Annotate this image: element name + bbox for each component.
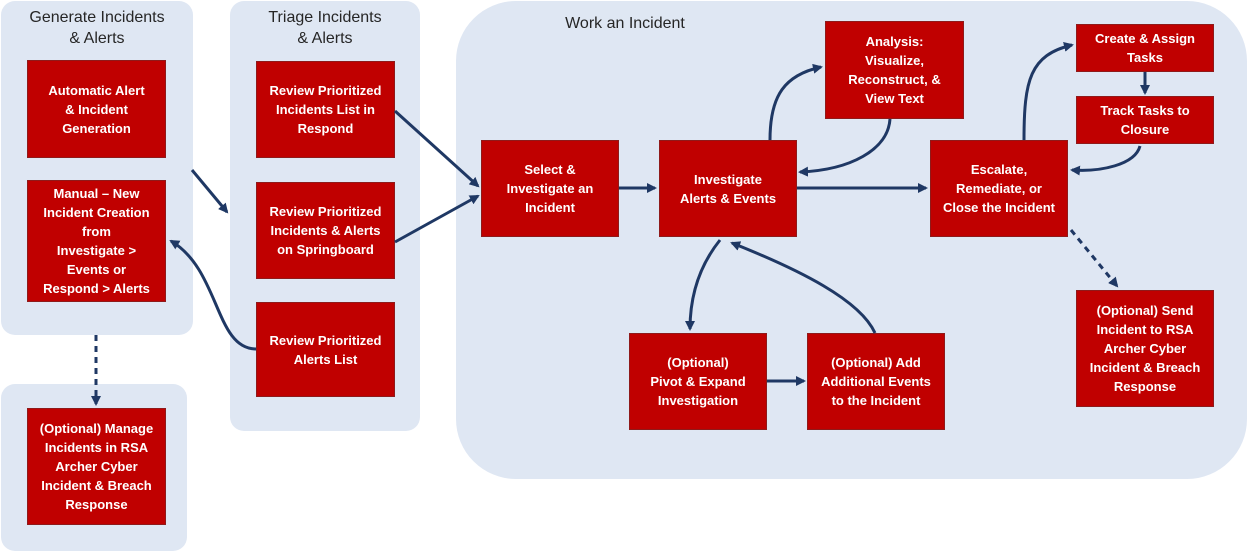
pivot-expand-box: (Optional) Pivot & Expand Investigation [629,333,767,430]
arrow-springboard-to-select [394,194,480,244]
escalate-box: Escalate, Remediate, or Close the Incide… [930,140,1068,237]
arrow-generate-to-triage [190,169,229,214]
auto-alert-box: Automatic Alert & Incident Generation [27,60,166,158]
triage-panel-title: Triage Incidents & Alerts [268,9,382,47]
add-events-box: (Optional) Add Additional Events to the … [807,333,945,430]
review-springboard-box: Review Prioritized Incidents & Alerts on… [256,182,395,279]
arrow-add-to-investigate [730,241,877,334]
arrow-analysis-to-investigate [798,118,892,177]
arrow-alerts-to-manual [169,239,257,351]
analysis-box: Analysis: Visualize, Reconstruct, & View… [825,21,964,119]
select-investigate-box: Select & Investigate an Incident [481,140,619,237]
create-tasks-box: Create & Assign Tasks [1076,24,1214,72]
generate-panel-title: Generate Incidents & Alerts [29,9,165,47]
arrow-investigate-to-pivot [685,239,722,331]
arrow-escalate-to-send [1069,229,1119,288]
manual-new-incident-box: Manual – New Incident Creation from Inve… [27,180,166,302]
work-panel-title: Work an Incident [565,15,685,32]
send-archer-box: (Optional) Send Incident to RSA Archer C… [1076,290,1214,407]
arrow-investigate-to-analysis [768,63,823,141]
arrow-respond-to-select [393,109,480,188]
arrow-escalate-to-create-tasks [1022,41,1074,141]
track-tasks-box: Track Tasks to Closure [1076,96,1214,144]
review-incidents-respond-box: Review Prioritized Incidents List in Res… [256,61,395,158]
arrow-track-to-escalate [1070,145,1142,176]
review-alerts-box: Review Prioritized Alerts List [256,302,395,397]
investigate-alerts-box: Investigate Alerts & Events [659,140,797,237]
manage-archer-box: (Optional) Manage Incidents in RSA Arche… [27,408,166,525]
